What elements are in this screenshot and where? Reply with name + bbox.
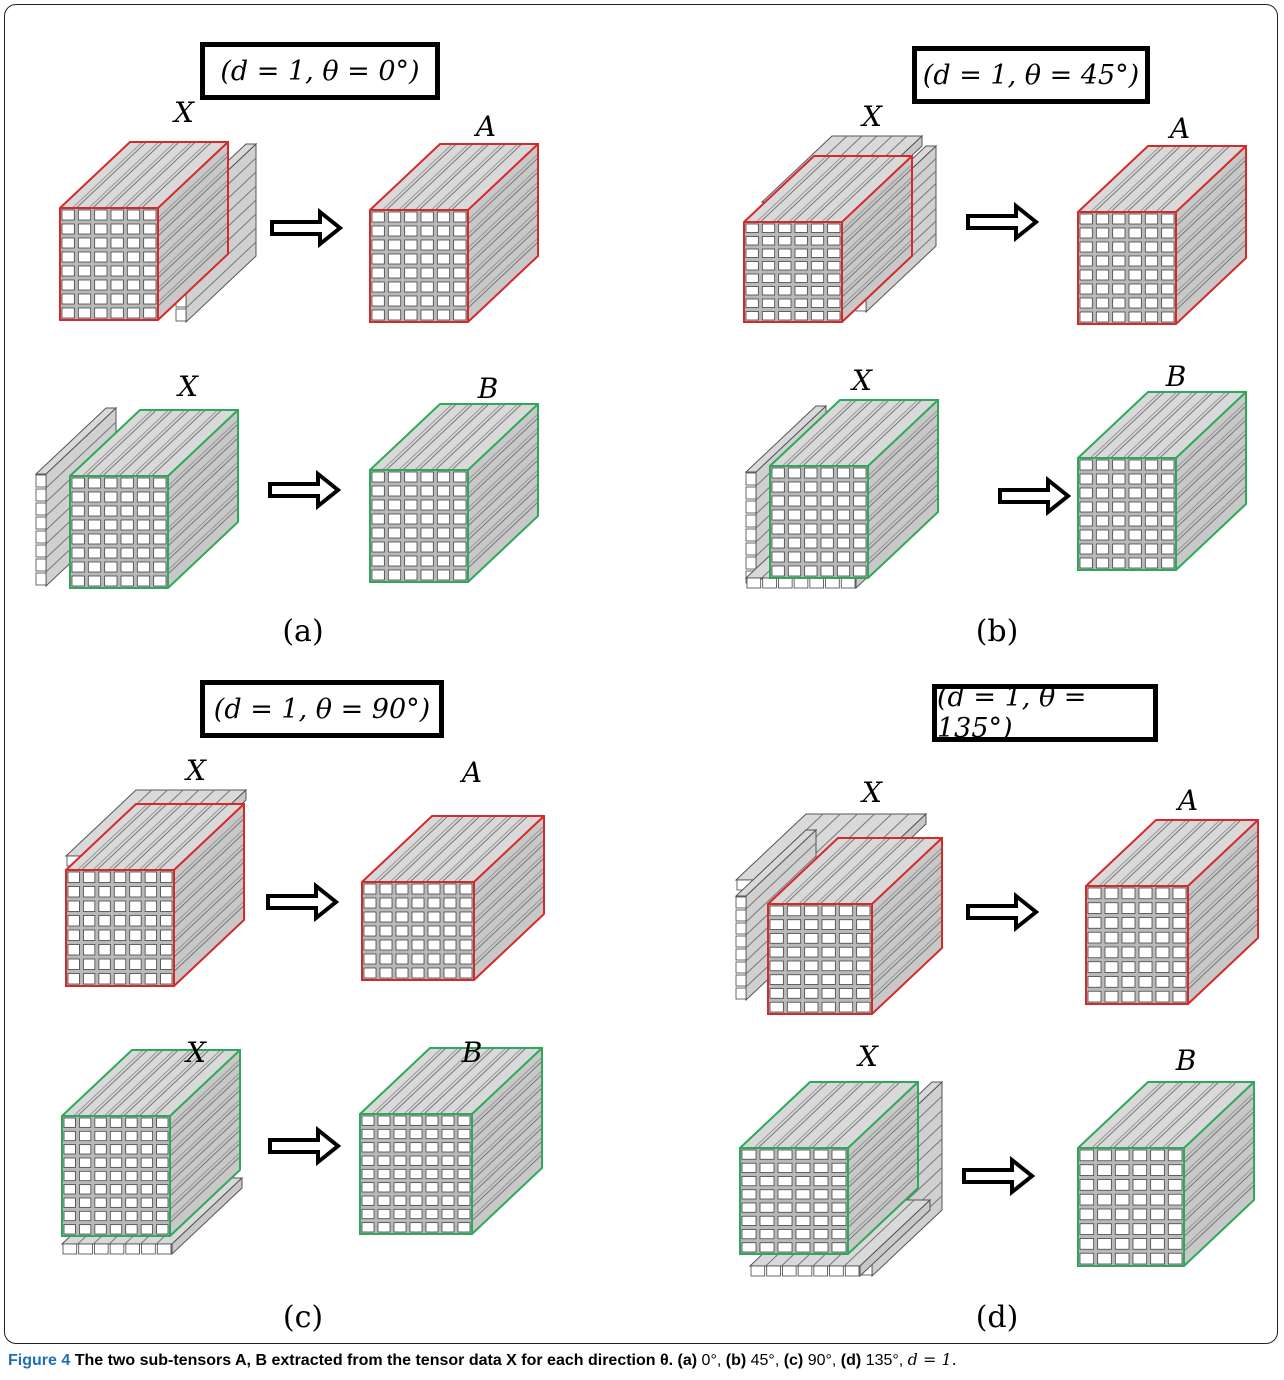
source-tensor-x (768, 398, 940, 580)
tensor-label-x: X (186, 1036, 206, 1069)
tensor-label-x: X (174, 96, 194, 129)
tensor-label-b: B (1165, 360, 1187, 393)
transform-arrow (998, 475, 1072, 517)
sub-tensor-a (368, 142, 540, 324)
transform-arrow (966, 891, 1040, 933)
sub-tensor-a (1084, 818, 1260, 1006)
sub-tensor-b (1076, 1080, 1256, 1268)
figure-frame (4, 4, 1278, 1344)
tensor-label-x: X (186, 754, 206, 787)
equation-box-b: (d = 1, θ = 45°) (912, 46, 1150, 104)
equation-box-d: (d = 1, θ = 135°) (932, 682, 1158, 744)
source-tensor-x (738, 1080, 920, 1256)
sub-tensor-a (360, 814, 546, 982)
tensor-label-x: X (862, 100, 882, 133)
panel-label-a: (a) (282, 614, 324, 649)
transform-arrow (966, 201, 1040, 243)
source-tensor-x (58, 140, 230, 322)
tensor-label-a: A (1169, 112, 1191, 145)
figure-caption: Figure 4 The two sub-tensors A, B extrac… (8, 1350, 957, 1369)
sub-tensor-b (1076, 390, 1248, 572)
tensor-label-x: X (862, 776, 882, 809)
tensor-label-x: X (852, 364, 872, 397)
sub-tensor-a (1076, 144, 1248, 326)
equation-box-c: (d = 1, θ = 90°) (200, 680, 444, 738)
sub-tensor-b (358, 1046, 544, 1236)
panel-label-c: (c) (282, 1300, 324, 1335)
panel-label-b: (b) (975, 614, 1019, 649)
tensor-label-a: A (461, 756, 483, 789)
source-tensor-x (64, 802, 246, 988)
transform-arrow (270, 207, 344, 249)
tensor-label-b: B (1175, 1044, 1197, 1077)
tensor-label-x: X (178, 370, 198, 403)
sub-tensor-b (368, 402, 540, 584)
panel-label-d: (d) (975, 1300, 1019, 1335)
source-tensor-x (68, 408, 240, 590)
transform-arrow (268, 469, 342, 511)
source-tensor-x (60, 1048, 242, 1238)
tensor-label-a: A (475, 110, 497, 143)
tensor-label-a: A (1177, 784, 1199, 817)
source-tensor-x (742, 154, 914, 324)
tensor-label-x: X (858, 1040, 878, 1073)
transform-arrow (962, 1155, 1036, 1197)
source-tensor-x (766, 836, 944, 1016)
equation-box-a: (d = 1, θ = 0°) (200, 42, 440, 100)
tensor-label-b: B (477, 372, 499, 405)
tensor-label-b: B (461, 1036, 483, 1069)
transform-arrow (266, 881, 340, 923)
transform-arrow (268, 1125, 342, 1167)
